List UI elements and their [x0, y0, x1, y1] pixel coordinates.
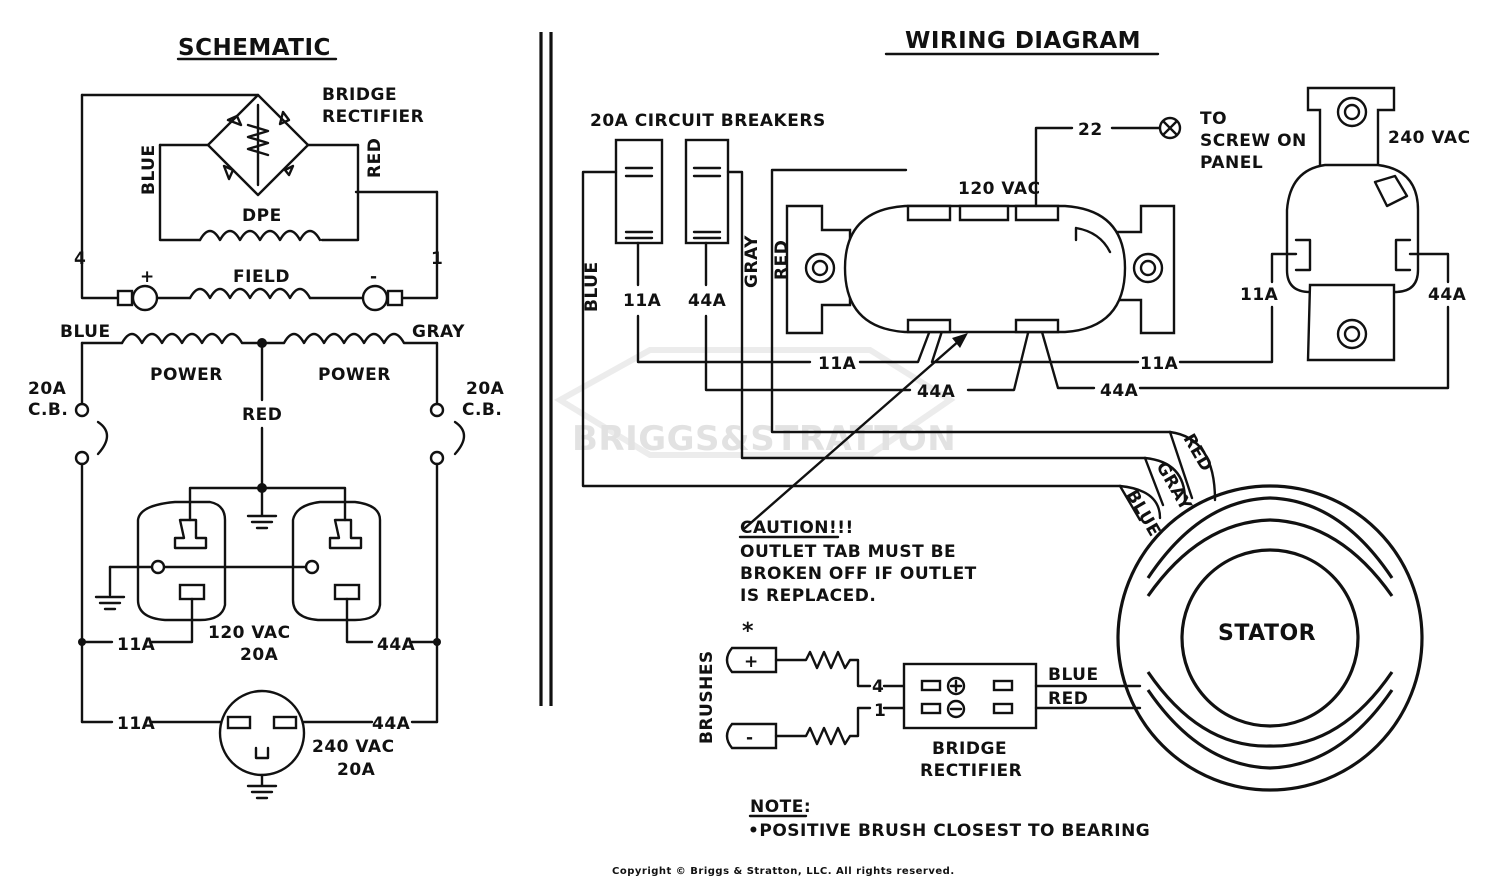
- copyright: Copyright © Briggs & Stratton, LLC. All …: [612, 866, 955, 877]
- power-label-right: POWER: [318, 365, 391, 385]
- run-11a-right: 11A: [1140, 354, 1179, 374]
- schematic-wire-44a-top: 44A: [377, 635, 416, 655]
- power-label-left: POWER: [150, 365, 223, 385]
- run-44a-left: 44A: [917, 382, 956, 402]
- screw-note-2: SCREW ON: [1200, 131, 1307, 151]
- rectifier-blue-label: BLUE: [1048, 665, 1099, 685]
- wire-gray-label: GRAY: [742, 235, 762, 288]
- brush-minus: -: [746, 728, 754, 748]
- cb-left-switch: [96, 420, 109, 456]
- schematic-bridge-rectifier: [158, 93, 360, 242]
- brush-plus: +: [744, 652, 759, 672]
- cb-left-label-1: 20A: [28, 379, 67, 399]
- caution-line-2: BROKEN OFF IF OUTLET: [740, 564, 977, 584]
- run-11a-left: 11A: [818, 354, 857, 374]
- brush-negative: [725, 722, 778, 750]
- watermark-text: BRIGGS&STRATTON: [572, 419, 956, 459]
- outlet-240-label-1: 240 VAC: [312, 737, 395, 757]
- schematic-bridge-label-1: BRIDGE: [322, 85, 397, 105]
- cb-right-label-2: C.B.: [462, 400, 502, 420]
- resistor-negative: [774, 706, 872, 746]
- cb-right-label-1: 20A: [466, 379, 505, 399]
- outlet-120-duplex: [785, 204, 1176, 335]
- note-text: •POSITIVE BRUSH CLOSEST TO BEARING: [748, 821, 1150, 841]
- watermark: BRIGGS&STRATTON: [554, 347, 956, 459]
- outlet-120-right: [291, 500, 382, 622]
- brush-positive: [725, 646, 778, 674]
- wire-blue: [581, 170, 1122, 488]
- rectifier-red-label: RED: [1048, 689, 1088, 709]
- wiring-title: WIRING DIAGRAM: [905, 28, 1141, 54]
- outlet-240-label: 240 VAC: [1388, 128, 1471, 148]
- brush-asterisk: *: [742, 619, 754, 644]
- caution-title: CAUTION!!!: [740, 518, 854, 538]
- wire-gray: [726, 170, 1147, 460]
- outlet-240-label-2: 20A: [337, 760, 376, 780]
- schematic-wire-44a-bottom: 44A: [372, 714, 411, 734]
- outlet-120-left: [136, 500, 227, 622]
- outlet-240-schematic: [218, 689, 306, 777]
- schematic-section: SCHEMATIC BRIDGE RECTIFIER BLUE RED DPE …: [28, 35, 505, 800]
- outlet-120-label-1: 120 VAC: [208, 623, 291, 643]
- schematic-red-label: RED: [365, 138, 385, 178]
- cb-right-switch: [453, 420, 466, 456]
- outlet-120-label-2: 20A: [240, 645, 279, 665]
- schematic-terminal-4: 4: [74, 249, 86, 269]
- schematic-blue-label: BLUE: [139, 144, 159, 195]
- stator-label: STATOR: [1218, 621, 1316, 646]
- wiring-bridge-label-2: RECTIFIER: [920, 761, 1022, 781]
- schematic-title: SCHEMATIC: [178, 35, 331, 61]
- ground-symbol-left: [94, 565, 126, 611]
- r240-11a: 11A: [1240, 285, 1279, 305]
- note-title: NOTE:: [750, 797, 811, 817]
- screw-note-1: TO: [1200, 109, 1227, 129]
- outlet-240-receptacle: [1285, 86, 1420, 362]
- circuit-breaker-2: [684, 138, 730, 245]
- brush-minus-symbol: [361, 284, 389, 312]
- brushes-label: BRUSHES: [697, 650, 717, 744]
- wiring-section: WIRING DIAGRAM 20A CIRCUIT BREAKERS BLUE…: [581, 28, 1471, 841]
- ground-symbol-240: [246, 773, 278, 800]
- wiring-bridge-rectifier: [902, 662, 1038, 730]
- schematic-bridge-label-2: RECTIFIER: [322, 107, 424, 127]
- stator: [1116, 430, 1424, 792]
- wire-blue-label: BLUE: [582, 261, 602, 312]
- ground-symbol-center: [246, 514, 278, 530]
- schematic-wire-11a-bottom: 11A: [117, 714, 156, 734]
- power-coil-left: [120, 332, 264, 345]
- brush-terminal-4: 4: [872, 677, 884, 697]
- power-coil-right: [260, 332, 439, 345]
- field-plus: +: [140, 267, 155, 287]
- schematic-blue-power: BLUE: [60, 322, 111, 342]
- caution-pointer: [743, 338, 962, 530]
- run-44a-right: 44A: [1100, 381, 1139, 401]
- schematic-wire-11a-top: 11A: [117, 635, 156, 655]
- breaker-1-wire-label: 11A: [623, 291, 662, 311]
- wire-red: [770, 168, 1172, 434]
- field-label: FIELD: [233, 267, 290, 287]
- dpe-coil: [198, 229, 322, 242]
- dpe-label: DPE: [242, 206, 282, 226]
- brush-plus-symbol: [131, 284, 159, 312]
- outlet-120-label: 120 VAC: [958, 179, 1041, 199]
- breaker-2-wire-label: 44A: [688, 291, 727, 311]
- wire-22-label: 22: [1078, 120, 1103, 140]
- field-minus: -: [370, 267, 378, 287]
- breakers-label: 20A CIRCUIT BREAKERS: [590, 111, 826, 131]
- screw-note-3: PANEL: [1200, 153, 1263, 173]
- field-coil: [188, 287, 312, 300]
- brush-terminal-1: 1: [874, 701, 886, 721]
- wiring-bridge-label-1: BRIDGE: [932, 739, 1007, 759]
- resistor-positive: [774, 650, 872, 688]
- cb-left-label-2: C.B.: [28, 400, 68, 420]
- circuit-breaker-1: [614, 138, 664, 245]
- schematic-gray-power: GRAY: [412, 322, 465, 342]
- r240-44a: 44A: [1428, 285, 1467, 305]
- schematic-red-center: RED: [242, 405, 282, 425]
- caution-line-3: IS REPLACED.: [740, 586, 876, 606]
- schematic-terminal-1: 1: [431, 249, 443, 269]
- caution-line-1: OUTLET TAB MUST BE: [740, 542, 956, 562]
